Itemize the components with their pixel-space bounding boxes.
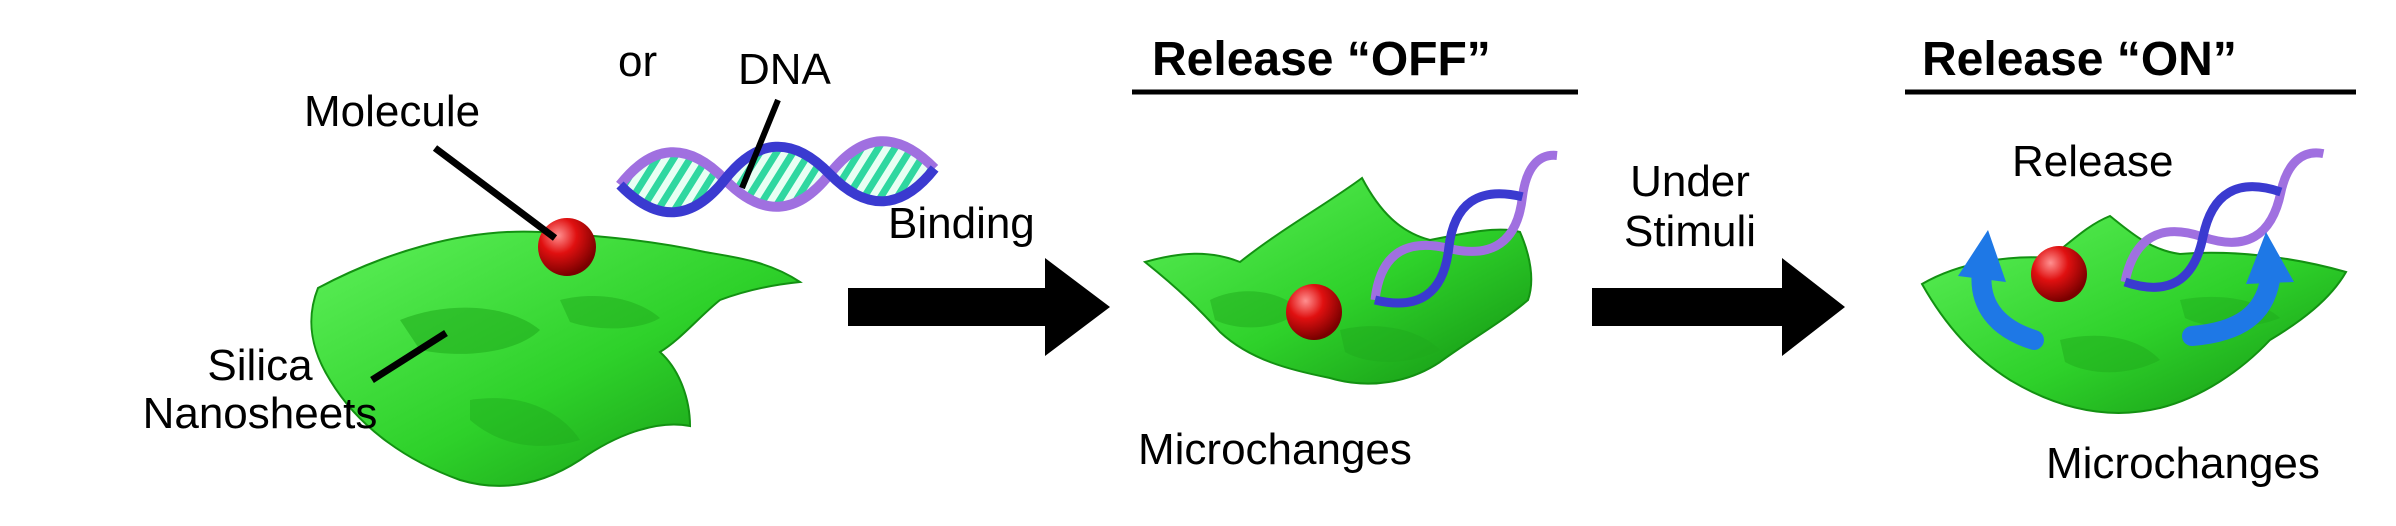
process-arrow [848,258,1110,356]
microchanges-on-label: Microchanges [2046,439,2320,488]
dna-pointer-line [739,98,781,190]
molecule-sphere [1286,284,1342,340]
silica-label-line2: Nanosheets [142,389,378,438]
silica-nanosheet [310,230,803,487]
silica-pointer-line [370,330,448,383]
stimuli-label: Stimuli [1623,207,1757,256]
dna-label: DNA [738,45,831,94]
dna-helix [616,136,939,218]
binding-label: Binding [888,199,1035,248]
silica-nanosheet-shape [1142,176,1533,385]
silica-nanosheet-shape [1920,214,2348,414]
molecule-sphere [538,218,596,276]
release-curved-arrow [2182,270,2280,346]
release-curved-arrow-left [1958,230,2044,350]
dna-helix [2120,148,2325,292]
release-off-header: Release “OFF” [1152,33,1491,86]
molecule-sphere [2031,246,2087,302]
molecule-pointer-line [432,145,558,241]
dna-helix [1370,150,1558,308]
silica-nanosheets-label: Silica Nanosheets [110,344,410,436]
silica-label-line1: Silica [207,341,313,390]
release-curved-arrow [1971,260,2044,350]
or-label: or [618,37,658,86]
molecule-label: Molecule [304,87,481,136]
under-label: Under [1630,157,1750,206]
process-arrow [1592,258,1845,356]
release-label: Release [2012,137,2174,186]
microchanges-off-label: Microchanges [1138,425,1412,474]
release-on-header: Release “ON” [1922,33,2237,86]
silica-nanosheet-bound [1142,176,1533,385]
release-curved-arrow-right [2182,232,2294,346]
under-stimuli-label: Under Stimuli [1590,160,1790,254]
